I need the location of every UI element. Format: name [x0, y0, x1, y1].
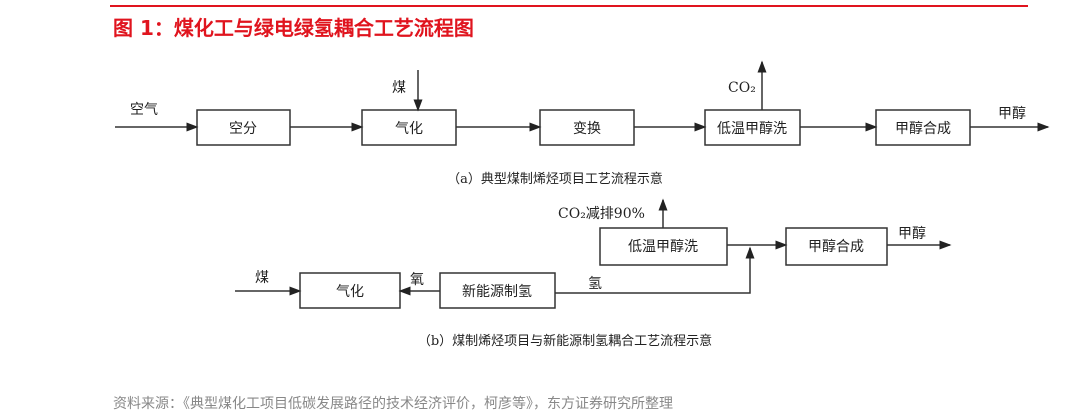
caption-a: （a）典型煤制烯烃项目工艺流程示意: [447, 171, 663, 187]
box-label: 空分: [229, 121, 257, 137]
label-air: 空气: [130, 102, 158, 118]
label-co2-reduction: CO₂减排90%: [558, 206, 645, 222]
caption-b: （b）煤制烯烃项目与新能源制氢耦合工艺流程示意: [418, 333, 712, 349]
label-coal: 煤: [392, 80, 406, 96]
label-co2: CO₂: [728, 80, 756, 96]
top-rule: [110, 5, 1028, 7]
label-oxygen: 氧: [410, 272, 424, 288]
box-label: 新能源制氢: [462, 284, 532, 300]
box-label: 甲醇合成: [808, 238, 864, 255]
box-b-green-hydrogen: [439, 272, 556, 309]
box-label: 气化: [395, 121, 423, 137]
label-methanol: 甲醇: [998, 105, 1026, 122]
arrow-hydrogen: [555, 246, 755, 294]
label-hydrogen: 氢: [588, 276, 602, 292]
box-label: 气化: [336, 284, 364, 300]
box-label: 甲醇合成: [895, 120, 951, 137]
source-note: 资料来源：《典型煤化工项目低碳发展路径的技术经济评价，柯彦等》，东方证券研究所整…: [113, 396, 673, 412]
box-label: 低温甲醇洗: [717, 120, 787, 137]
box-b-methanol-synthesis: [785, 227, 888, 266]
box-label: 变换: [573, 120, 601, 137]
label-methanol-b: 甲醇: [898, 225, 926, 242]
box-label: 低温甲醇洗: [628, 238, 698, 255]
label-coal-b: 煤: [255, 270, 269, 286]
figure-title: 图 1：煤化工与绿电绿氢耦合工艺流程图: [113, 16, 474, 40]
